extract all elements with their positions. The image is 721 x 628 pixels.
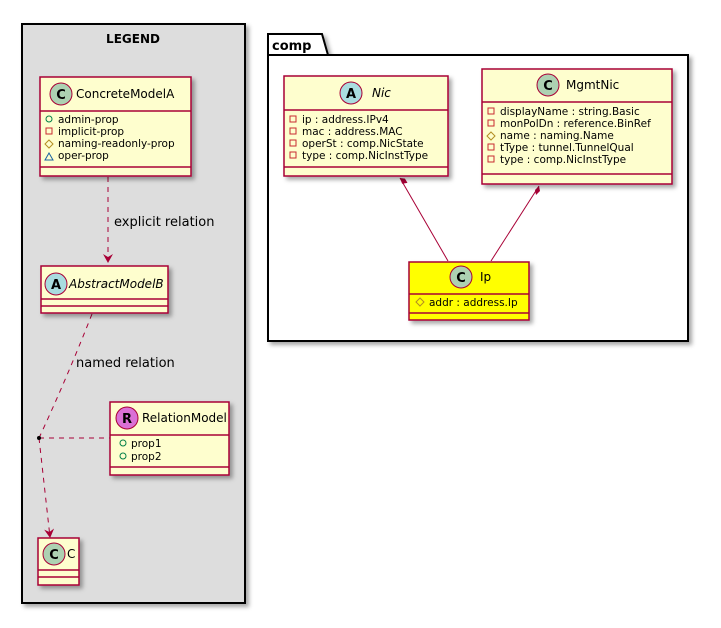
class-stereotype-icon — [42, 542, 66, 566]
package-visibility-icon — [44, 151, 54, 161]
private-visibility-icon — [487, 155, 495, 163]
public-visibility-icon — [119, 439, 127, 447]
class-name: RelationModel — [142, 411, 227, 425]
mgmtnic-ip-composition — [490, 185, 540, 262]
attribute: displayName : string.Basic — [500, 106, 640, 118]
private-visibility-icon — [487, 143, 495, 151]
public-visibility-icon — [45, 115, 53, 123]
package-name: comp — [272, 39, 312, 54]
public-visibility-icon — [119, 452, 127, 460]
class-stereotype-icon — [449, 265, 473, 289]
private-visibility-icon — [289, 127, 297, 135]
class-name: ConcreteModelA — [76, 87, 175, 101]
abstract-stereotype-icon — [339, 81, 363, 105]
attribute: mac : address.MAC — [302, 126, 403, 138]
composition-diamond — [400, 178, 408, 184]
named-relation-edge — [38, 313, 93, 439]
named-relation-label: named relation — [76, 356, 175, 371]
attribute: type : comp.NicInstType — [302, 150, 428, 162]
attribute: admin-prop — [58, 114, 119, 126]
stereotype-letter: A — [346, 87, 356, 102]
class-mgmtnic[interactable] — [481, 68, 673, 185]
stereotype-letter: C — [456, 271, 466, 286]
class-stereotype-icon — [536, 73, 560, 97]
relation-junction — [37, 436, 41, 440]
protected-visibility-icon — [44, 139, 54, 149]
protected-visibility-icon — [486, 131, 496, 141]
attribute: naming-readonly-prop — [58, 138, 175, 150]
class-nic[interactable] — [283, 75, 449, 177]
legend-title: LEGEND — [106, 32, 160, 46]
class-name: Ip — [480, 270, 491, 284]
nic-ip-composition — [399, 177, 449, 262]
attribute: addr : address.Ip — [429, 297, 518, 309]
protected-visibility-icon — [415, 297, 425, 307]
class-name: MgmtNic — [566, 78, 619, 92]
private-visibility-icon — [45, 127, 53, 135]
attribute: monPolDn : reference.BinRef — [500, 118, 651, 130]
composition-diamond — [535, 186, 540, 195]
private-visibility-icon — [487, 107, 495, 115]
class-name: AbstractModelB — [68, 277, 164, 291]
attribute: tType : tunnel.TunnelQual — [500, 142, 634, 154]
explicit-relation-label: explicit relation — [114, 215, 214, 230]
relation-to-c-edge — [38, 437, 55, 538]
class-name: Nic — [372, 86, 391, 100]
class-stereotype-icon — [49, 82, 73, 106]
stereotype-letter: R — [122, 412, 132, 427]
attribute: operSt : comp.NicState — [302, 138, 424, 150]
relation-stereotype-icon — [115, 406, 139, 430]
private-visibility-icon — [289, 139, 297, 147]
stereotype-letter: C — [56, 88, 66, 103]
stereotype-letter: A — [51, 278, 61, 293]
attribute: implicit-prop — [58, 126, 124, 138]
attribute: type : comp.NicInstType — [500, 154, 626, 166]
abstract-stereotype-icon — [44, 272, 68, 296]
attribute: ip : address.IPv4 — [302, 114, 389, 126]
class-name: C — [67, 547, 75, 561]
private-visibility-icon — [289, 115, 297, 123]
attribute: prop2 — [131, 451, 162, 463]
private-visibility-icon — [487, 119, 495, 127]
stereotype-letter: C — [49, 548, 59, 563]
attribute: oper-prop — [58, 150, 109, 162]
attribute: name : naming.Name — [500, 130, 614, 142]
private-visibility-icon — [289, 151, 297, 159]
attribute: prop1 — [131, 438, 162, 450]
stereotype-letter: C — [543, 79, 553, 94]
